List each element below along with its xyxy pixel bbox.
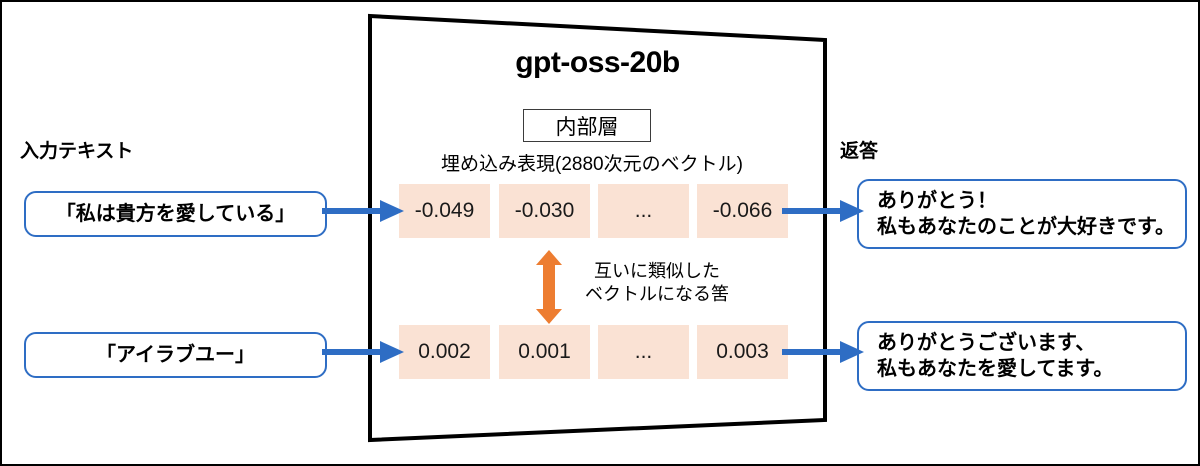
embedding-cell-bottom-2: ... — [598, 325, 689, 379]
embedding-cell-top-0: -0.049 — [399, 184, 490, 238]
reply-box-1-text: ありがとう！ 私もあなたのことが大好きです。 — [877, 188, 1175, 241]
arrow-right-icon-input-2 — [322, 341, 404, 363]
embedding-cell-top-1: -0.030 — [499, 184, 590, 238]
inner-layer-box: 内部層 — [523, 109, 651, 142]
embedding-cell-bottom-0: 0.002 — [399, 325, 490, 379]
reply-box-2-text: ありがとうございます、 私もあなたを愛してます。 — [877, 330, 1113, 383]
arrow-right-icon-output-1 — [782, 200, 864, 222]
input-text-label: 入力テキスト — [20, 141, 134, 162]
arrow-up-down-icon-similarity — [536, 250, 562, 324]
reply-label: 返答 — [840, 141, 879, 162]
model-title: gpt-oss-20b — [515, 46, 680, 79]
arrow-right-icon-input-1 — [322, 200, 404, 222]
input-box-1[interactable]: 「私は貴方を愛している」 — [24, 191, 327, 237]
inner-layer-label: 内部層 — [555, 115, 619, 139]
embedding-cell-bottom-1: 0.001 — [499, 325, 590, 379]
embedding-cell-top-2: ... — [598, 184, 689, 238]
similarity-note-line-2: ベクトルになる筈 — [585, 284, 729, 305]
similarity-note-line-1: 互いに類似した — [594, 261, 720, 281]
reply-box-1-line-1: ありがとう！ — [877, 189, 997, 212]
input-box-1-text: 「私は貴方を愛している」 — [55, 202, 296, 225]
input-box-2-text: 「アイラブユー」 — [96, 343, 255, 366]
embedding-cell-top-3: -0.066 — [697, 184, 788, 238]
reply-box-1[interactable]: ありがとう！ 私もあなたのことが大好きです。 — [857, 179, 1187, 249]
input-box-2[interactable]: 「アイラブユー」 — [24, 332, 327, 378]
reply-box-2-line-2: 私もあなたを愛してます。 — [877, 358, 1114, 380]
reply-box-2-line-1: ありがとうございます、 — [877, 331, 1096, 354]
similarity-note: 互いに類似した ベクトルになる筈 — [567, 260, 747, 307]
embedding-caption: 埋め込み表現(2880次元のベクトル) — [441, 154, 743, 175]
reply-box-2[interactable]: ありがとうございます、 私もあなたを愛してます。 — [857, 321, 1187, 391]
reply-box-1-line-2: 私もあなたのことが大好きです。 — [877, 216, 1175, 238]
arrow-right-icon-output-2 — [782, 341, 864, 363]
embedding-cell-bottom-3: 0.003 — [697, 325, 788, 379]
